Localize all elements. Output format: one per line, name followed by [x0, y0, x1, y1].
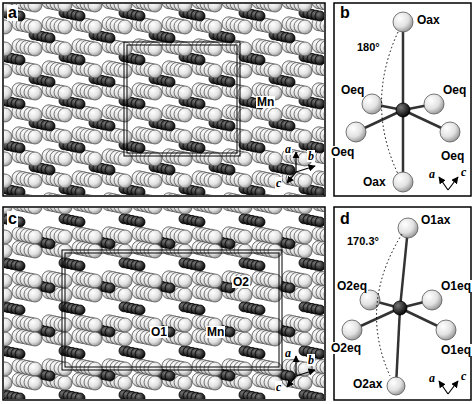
angle-label: 170.3°: [346, 236, 380, 247]
atom-label: Oeq: [442, 84, 467, 96]
atom-label: O2eq: [336, 280, 368, 292]
atom-label: Oax: [362, 176, 387, 188]
atom-label: O1eq: [440, 344, 472, 356]
atom-label: Mn: [206, 326, 225, 338]
atom-label: O2ax: [352, 378, 383, 390]
atom-label: O2: [232, 276, 250, 288]
axis-label: a: [284, 143, 292, 155]
atom-label: Oeq: [340, 84, 365, 96]
axis-label: c: [275, 177, 282, 189]
atom-label: O1ax: [420, 214, 451, 226]
axis-label: c: [460, 166, 467, 178]
axis-label: c: [275, 381, 282, 393]
atom-label: O2eq: [330, 342, 362, 354]
atom-label: Mn: [256, 96, 275, 108]
axis-label: b: [307, 354, 315, 366]
axis-label: c: [460, 370, 467, 382]
panel-letter: b: [339, 5, 351, 21]
axis-label: a: [284, 347, 292, 359]
panel-letter: c: [7, 211, 18, 227]
angle-label: 180°: [356, 42, 381, 53]
atom-label: O1: [150, 326, 168, 338]
panel-letter: a: [7, 5, 18, 21]
atom-label: O1eq: [440, 280, 472, 292]
atom-label: Oeq: [440, 150, 465, 162]
panel-letter: d: [339, 211, 351, 227]
axis-label: a: [428, 372, 436, 384]
atom-label: Oax: [416, 14, 441, 26]
axis-label: a: [428, 168, 436, 180]
axis-label: b: [307, 150, 315, 162]
atom-label: Oeq: [330, 146, 355, 158]
